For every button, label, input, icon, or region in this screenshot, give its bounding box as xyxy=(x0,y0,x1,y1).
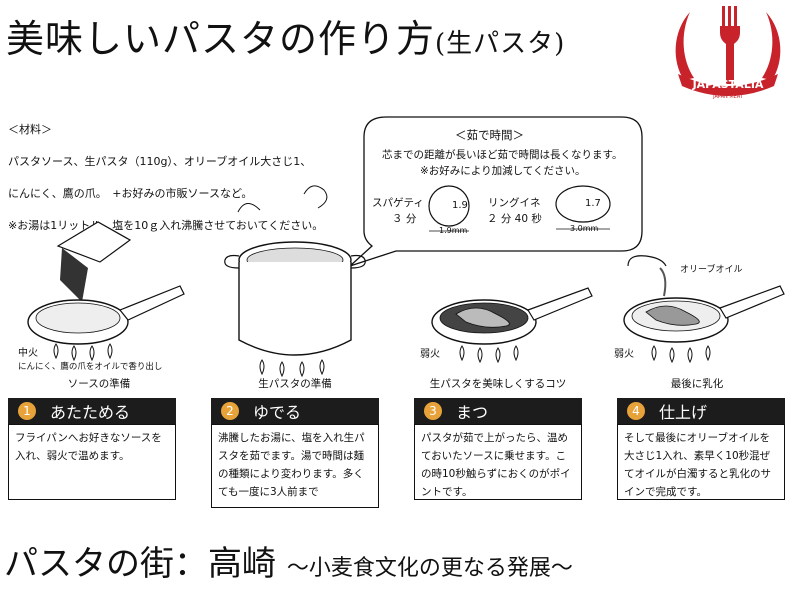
logo-name: JAPASTALIA xyxy=(692,78,764,91)
step-card-1: 1 あたためる フライパンへお好きなソースを入れ、弱火で温めます。 xyxy=(8,398,176,500)
caption-4: 最後に乳化 xyxy=(670,378,724,390)
step-number-4: 4 xyxy=(627,402,645,420)
linguine-thickness: 1.7 xyxy=(585,198,601,209)
bottom-title-main: パスタの街：高崎 xyxy=(4,544,276,584)
step-header-4: 4 仕上げ xyxy=(617,398,785,424)
spaghetti-time: ３ 分 xyxy=(392,213,417,225)
logo-tagline: JAPAN MEAT xyxy=(712,94,744,100)
bottom-title: パスタの街：高崎 ～小麦食文化の更なる発展～ xyxy=(4,536,573,585)
caption-1: ソースの準備 xyxy=(67,378,131,390)
pan-illustration-3 xyxy=(431,287,593,364)
step-text-2: 沸騰したお湯に、塩を入れ生パスタを茹でます。湯で時間は麺の種類により変わります。… xyxy=(211,424,379,508)
materials-section: ＜材料＞ パスタソース、生パスタ（110g）、オリーブオイル大さじ1、 にんにく… xyxy=(8,106,358,250)
step-card-4: 4 仕上げ そして最後にオリーブオイルを大さじ1入れ、素早く10秒混ぜてオイルが… xyxy=(617,398,785,500)
step-title-2: ゆでる xyxy=(253,403,302,422)
step-header-3: 3 まつ xyxy=(414,398,582,424)
spaghetti-thickness: 1.9 xyxy=(452,200,468,211)
heat-label-4: 弱火 xyxy=(614,349,634,360)
step-card-2: 2 ゆでる 沸騰したお湯に、塩を入れ生パスタを茹でます。湯で時間は麺の種類により… xyxy=(211,398,379,508)
step-text-3: パスタが茹で上がったら、温めておいたソースに乗せます。この時10秒触らずにおくの… xyxy=(414,424,582,500)
step-header-2: 2 ゆでる xyxy=(211,398,379,424)
caption-2: 生パスタの準備 xyxy=(258,378,332,390)
bubble-title: ＜茹で時間＞ xyxy=(455,128,524,142)
linguine-width: 3.0mm xyxy=(570,224,599,233)
step-text-1: フライパンへお好きなソースを入れ、弱火で温めます。 xyxy=(8,424,176,500)
materials-heading: ＜材料＞ xyxy=(8,123,52,136)
bubble-line-2: ※お好みにより加減してください。 xyxy=(420,165,586,177)
caption-3: 生パスタを美味しくするコツ xyxy=(429,378,567,390)
heat-label-1: 中火 xyxy=(18,348,38,359)
title-main: 美味しいパスタの作り方 xyxy=(6,17,436,61)
materials-line-3: ※お湯は1リットル、塩を10ｇ入れ沸騰させておいてください。 xyxy=(8,219,324,232)
olive-oil-label: オリーブオイル xyxy=(680,265,743,275)
materials-line-2: にんにく、鷹の爪。 +お好みの市販ソースなど。 xyxy=(8,187,253,200)
linguine-time: ２ 分 40 秒 xyxy=(487,213,542,225)
step-text-4: そして最後にオリーブオイルを大さじ1入れ、素早く10秒混ぜてオイルが白濁すると乳… xyxy=(617,424,785,500)
heat-label-3: 弱火 xyxy=(420,349,440,360)
linguine-name: リングイネ xyxy=(488,197,541,209)
japastalia-logo: JAPASTALIA JAPAN MEAT xyxy=(675,6,781,100)
linguine-cross-section xyxy=(555,185,611,223)
step-number-1: 1 xyxy=(18,402,36,420)
step-card-3: 3 まつ パスタが茹で上がったら、温めておいたソースに乗せます。この時10秒触ら… xyxy=(414,398,582,500)
bottom-title-sub: ～小麦食文化の更なる発展～ xyxy=(286,556,573,581)
heat-note-1: にんにく、鷹の爪をオイルで香り出し xyxy=(18,362,163,372)
step-title-1: あたためる xyxy=(50,403,131,422)
title-sub: (生パスタ) xyxy=(435,29,566,59)
step-title-3: まつ xyxy=(456,403,489,422)
step-number-3: 3 xyxy=(424,402,442,420)
spaghetti-width: 1.9mm xyxy=(439,226,468,235)
materials-line-1: パスタソース、生パスタ（110g）、オリーブオイル大さじ1、 xyxy=(8,155,312,168)
bubble-line-1: 芯までの距離が長いほど茹で時間は長くなります。 xyxy=(382,149,623,161)
page-title: 美味しいパスタの作り方(生パスタ) xyxy=(6,8,565,63)
step-header-1: 1 あたためる xyxy=(8,398,176,424)
step-title-4: 仕上げ xyxy=(659,403,708,422)
step-number-2: 2 xyxy=(221,402,239,420)
spaghetti-name: スパゲティ xyxy=(372,197,424,209)
